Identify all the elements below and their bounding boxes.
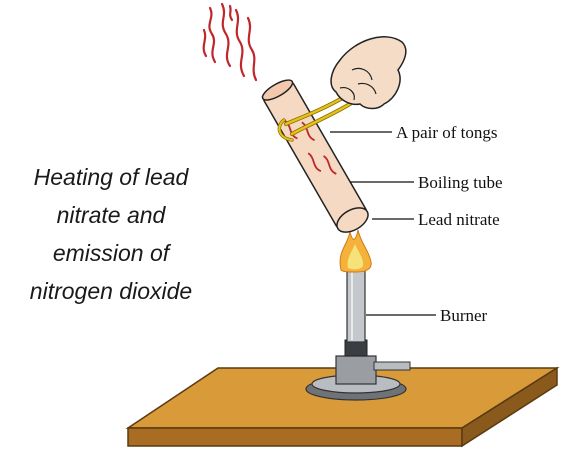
leader-lines: [330, 131, 436, 316]
caption-line: Heating of lead: [33, 164, 189, 190]
tube-label: Boiling tube: [418, 173, 503, 192]
caption-line: emission of: [52, 240, 170, 266]
nitrate-label: Lead nitrate: [418, 210, 500, 229]
nitrogen-dioxide-fumes: [202, 2, 258, 82]
boiling-tube: [261, 79, 369, 233]
tongs: [277, 94, 352, 142]
hand: [330, 36, 407, 110]
tongs-label: A pair of tongs: [396, 123, 498, 142]
flame: [339, 229, 372, 273]
burner-illustration: [305, 269, 411, 401]
caption-line: nitrogen dioxide: [29, 278, 193, 304]
caption: Heating of lead nitrate and emission of …: [0, 158, 222, 310]
burner-label: Burner: [440, 306, 488, 325]
caption-line: nitrate and: [56, 202, 166, 228]
